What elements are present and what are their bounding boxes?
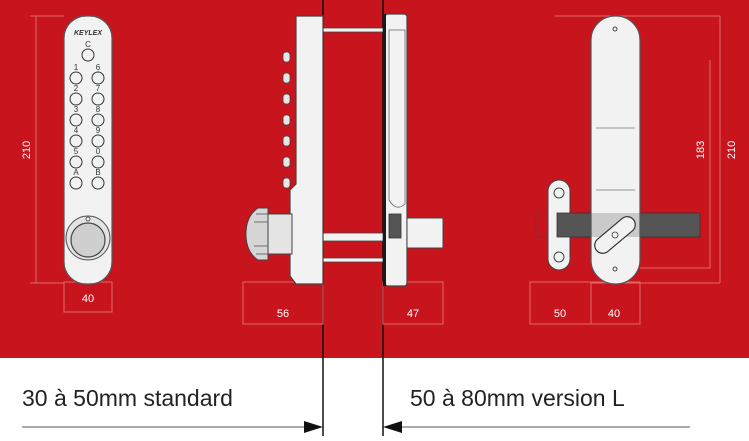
key-button: [91, 92, 105, 106]
key-label: B: [95, 168, 100, 177]
arrow-right-head: [383, 421, 402, 433]
side-key-stub: [282, 177, 291, 189]
outer-keypad-profile: [289, 15, 324, 285]
back-strike-width-label: 50: [554, 308, 566, 320]
side-depth-outer-box: [242, 281, 324, 325]
key-button: [91, 134, 105, 148]
side-key-stub: [282, 114, 291, 126]
key-button: [69, 113, 83, 127]
key-label: A: [73, 168, 79, 177]
knob-screw: [85, 216, 91, 222]
side-depth-outer-label: 56: [277, 308, 289, 320]
knob-side: [245, 207, 269, 261]
inner-latch: [388, 213, 402, 239]
white-caption-band: [0, 358, 749, 436]
back-plate-width-label: 40: [608, 308, 620, 320]
caption-version-l: 50 à 80mm version L: [410, 385, 625, 411]
key-label: 7: [96, 84, 101, 93]
side-depth-inner-label: 47: [407, 308, 419, 320]
side-view: 56 47: [242, 0, 444, 436]
caption-standard: 30 à 50mm standard: [22, 385, 233, 411]
key-button: [69, 176, 83, 190]
key-button: [91, 113, 105, 127]
knob-neck: [267, 213, 293, 255]
back-inner-height-label: 183: [695, 141, 707, 159]
side-key-stub: [282, 135, 291, 147]
key-button: [69, 92, 83, 106]
key-button: [69, 134, 83, 148]
back-outer-height-label: 210: [726, 141, 738, 159]
back-view: 183 210 50 40: [529, 15, 738, 325]
key-label: 4: [74, 126, 79, 135]
key-label: 3: [74, 105, 79, 114]
front-view: 210 40 KEYLEX C 1 6 2 7 3 8 4 9 5 0A B: [21, 15, 113, 313]
side-key-stub: [282, 93, 291, 105]
knob: [70, 222, 106, 258]
arrow-left-head: [304, 421, 323, 433]
key-label-c: C: [85, 40, 91, 49]
captions: 30 à 50mm standard 50 à 80mm version L: [22, 385, 690, 433]
key-label: 8: [96, 105, 101, 114]
key-label: 6: [96, 63, 101, 72]
key-button: [91, 176, 105, 190]
key-label: 2: [74, 84, 79, 93]
front-width-label: 40: [82, 293, 94, 305]
key-button: [69, 155, 83, 169]
side-depth-inner-box: [382, 281, 444, 325]
brand-logo: KEYLEX: [74, 30, 103, 37]
inner-case: [384, 13, 408, 287]
key-label: 5: [74, 147, 79, 156]
thumb-turn: [594, 216, 636, 254]
key-label: 9: [96, 126, 101, 135]
side-key-stub: [282, 72, 291, 84]
side-key-stub: [282, 156, 291, 168]
key-button: [91, 155, 105, 169]
key-c-button: [81, 48, 95, 62]
key-button: [91, 71, 105, 85]
key-button: [69, 71, 83, 85]
key-label: 1: [74, 63, 79, 72]
inner-turn-handle: [406, 217, 444, 249]
key-label: 0: [96, 147, 101, 156]
front-height-label: 210: [21, 141, 33, 159]
side-key-stub: [282, 51, 291, 63]
